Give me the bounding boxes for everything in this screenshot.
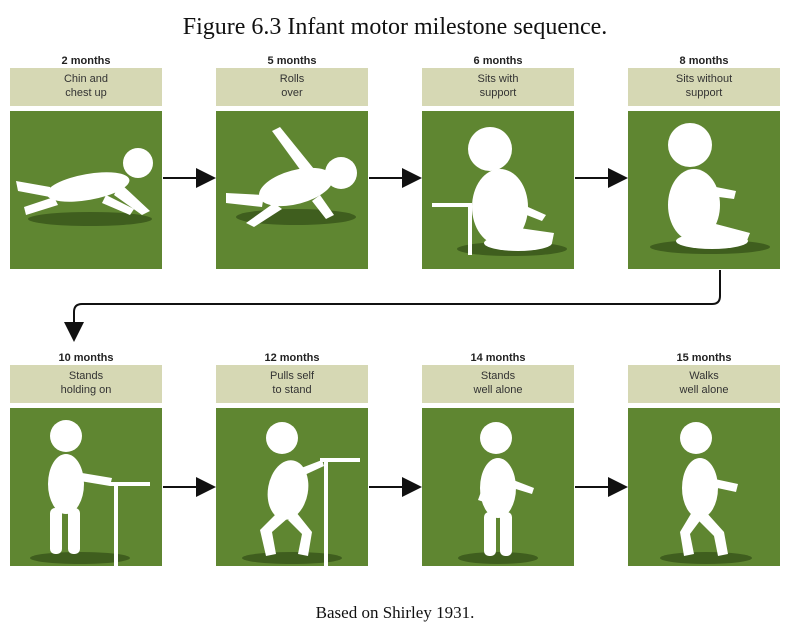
figure-title: Figure 6.3 Infant motor milestone sequen… xyxy=(182,14,608,40)
stage-label: Chin and chest up xyxy=(10,68,162,106)
stage-age: 2 months xyxy=(61,55,111,67)
stage-panel xyxy=(628,111,780,269)
infant-pulling-up-icon xyxy=(242,422,360,566)
stage-panel xyxy=(10,111,162,269)
stage-label: Stands well alone xyxy=(422,365,574,403)
infant-rolling-icon xyxy=(226,127,357,227)
stage-age: 15 months xyxy=(676,352,732,364)
stage-label: Rolls over xyxy=(216,68,368,106)
stage-age: 8 months xyxy=(679,55,729,67)
stage-panel xyxy=(628,408,780,566)
infant-sitting-icon xyxy=(650,123,770,254)
stage-age: 14 months xyxy=(470,352,526,364)
infant-standing-alone-icon xyxy=(458,422,538,564)
infant-sitting-supported-icon xyxy=(432,127,567,256)
stage-age: 12 months xyxy=(264,352,320,364)
stage-panel xyxy=(422,408,574,566)
stage-label: Stands holding on xyxy=(10,365,162,403)
stage-age: 10 months xyxy=(58,352,114,364)
stage-panel xyxy=(216,408,368,566)
stage-panel xyxy=(422,111,574,269)
stage-label: Sits without support xyxy=(628,68,780,106)
figure-caption: Based on Shirley 1931. xyxy=(315,603,475,622)
stage-label: Sits with support xyxy=(422,68,574,106)
stage-label: Pulls self to stand xyxy=(216,365,368,403)
stage-age: 6 months xyxy=(473,55,523,67)
stage-label: Walks well alone xyxy=(628,365,780,403)
stage-panel xyxy=(10,408,162,566)
arrow-row-wrap xyxy=(64,270,721,342)
infant-standing-holding-icon xyxy=(30,420,150,566)
infant-lying-chin-up-icon xyxy=(16,148,153,226)
stage-panel xyxy=(216,111,368,269)
stage-age: 5 months xyxy=(267,55,317,67)
infant-walking-icon xyxy=(660,422,752,564)
